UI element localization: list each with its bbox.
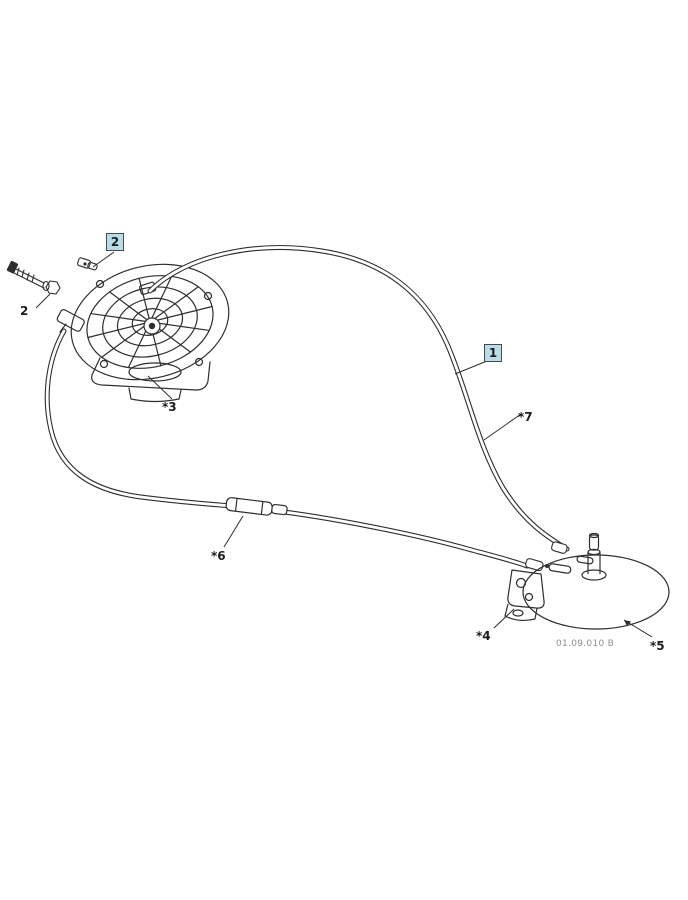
callout-2b-label: 2: [20, 304, 29, 318]
hex-nut: [45, 280, 61, 295]
cable-connector: [225, 497, 288, 516]
callout-7-label: *7: [518, 410, 533, 424]
leader-arrowhead-5: [624, 620, 631, 626]
callout-7: *7: [518, 411, 533, 423]
disc-assembly: [522, 532, 670, 630]
callout-1-label: 1: [488, 346, 498, 360]
callout-2-boxed[interactable]: 2: [106, 233, 124, 251]
callout-2a-label: 2: [110, 235, 120, 249]
leader-callout-3: [147, 375, 173, 400]
callout-4-label: *4: [476, 629, 491, 643]
cable-end-fittings: [525, 541, 568, 572]
leader-callout-2-left: [35, 293, 51, 309]
callout-1-boxed[interactable]: 1: [484, 344, 502, 362]
leader-callout-1: [454, 360, 488, 375]
mounting-bracket: [504, 569, 545, 622]
callout-3: *3: [162, 401, 177, 413]
diagram-code: 01.09.010 B: [556, 639, 615, 649]
leader-lines: [35, 251, 653, 638]
bolt-and-nut: [6, 260, 61, 295]
callout-6: *6: [211, 550, 226, 562]
lower-cable: [44, 328, 530, 569]
fan-housing-assembly: [56, 263, 230, 403]
callout-5: *5: [650, 640, 665, 652]
callout-6-label: *6: [211, 549, 226, 563]
leader-callout-6: [223, 515, 244, 548]
callout-5-label: *5: [650, 639, 665, 653]
callout-4: *4: [476, 630, 491, 642]
upper-cable-loop: [147, 245, 570, 552]
callout-3-label: *3: [162, 400, 177, 414]
leader-callout-4: [493, 608, 515, 629]
callout-2-plain: 2: [20, 305, 28, 317]
fan-web: [70, 263, 230, 381]
leader-callout-2-top: [92, 251, 115, 268]
cable-clip: [77, 257, 98, 271]
leader-callout-7: [483, 413, 522, 441]
